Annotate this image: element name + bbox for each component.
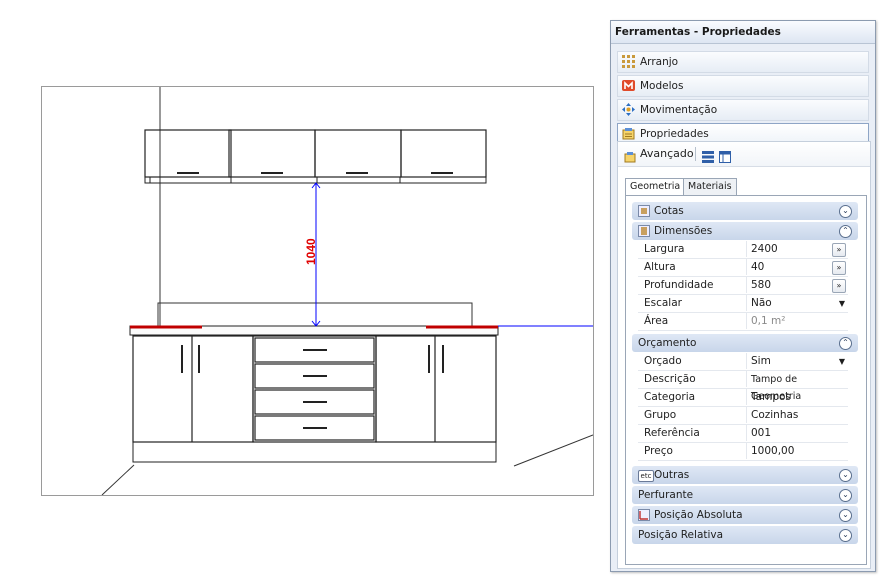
prop-label: Referência: [644, 427, 700, 439]
section-outras[interactable]: etc Outras ⌄: [632, 466, 858, 484]
chevron-down-icon[interactable]: ⌄: [839, 205, 852, 218]
prop-label: Categoria: [644, 391, 696, 403]
dimensions-icon: [638, 225, 650, 237]
prop-row-categoria: Categoria Tampos: [638, 389, 848, 407]
nav-label: Modelos: [640, 80, 684, 92]
move-icon: [622, 103, 635, 116]
prop-label: Orçado: [644, 355, 682, 367]
properties-panel: Ferramentas - Propriedades Arranjo Model…: [610, 20, 876, 572]
chevron-down-icon[interactable]: ⌄: [839, 509, 852, 522]
floor-left-line: [101, 464, 135, 495]
advanced-label[interactable]: Avançado: [640, 147, 694, 160]
tool-nav: Arranjo Modelos Movimentação Propriedade…: [617, 51, 869, 147]
kitchen-drawing: 1040: [101, 87, 593, 495]
prop-row-altura: Altura 40 »: [638, 259, 848, 277]
prop-label: Área: [644, 315, 669, 327]
prop-label: Altura: [644, 261, 676, 273]
lower-cabinets: [132, 335, 497, 463]
prop-row-area: Área 0,1 m²: [638, 313, 848, 331]
countertop: [129, 325, 499, 336]
dimension-arrow-bottom: [311, 320, 321, 327]
prop-label: Grupo: [644, 409, 677, 421]
chevron-down-icon[interactable]: ⌄: [839, 469, 852, 482]
section-label: Outras: [654, 469, 690, 481]
prop-row-grupo: Grupo Cozinhas: [638, 407, 848, 425]
section-label: Perfurante: [638, 489, 694, 501]
categoria-input[interactable]: Tampos: [746, 389, 846, 405]
nav-modelos[interactable]: Modelos: [617, 75, 869, 97]
section-orcamento[interactable]: Orçamento ⌃: [632, 334, 858, 352]
nav-label: Arranjo: [640, 56, 679, 68]
chevron-up-icon[interactable]: ⌃: [839, 337, 852, 350]
altura-input[interactable]: 40: [746, 259, 846, 275]
section-perfurante[interactable]: Perfurante ⌄: [632, 486, 858, 504]
largura-input[interactable]: 2400: [746, 241, 846, 257]
chevron-down-icon[interactable]: ⌄: [839, 529, 852, 542]
orcado-select[interactable]: Sim: [746, 353, 846, 369]
section-label: Posição Absoluta: [654, 509, 743, 521]
nav-movimentacao[interactable]: Movimentação: [617, 99, 869, 121]
expand-button[interactable]: »: [832, 243, 846, 257]
prop-row-largura: Largura 2400 »: [638, 241, 848, 259]
prop-row-orcado: Orçado Sim ▼: [638, 353, 848, 371]
preco-input[interactable]: 1000,00: [746, 443, 846, 459]
categorized-view-icon[interactable]: [702, 148, 714, 163]
prop-row-referencia: Referência 001: [638, 425, 848, 443]
backsplash: [157, 302, 473, 328]
section-label: Orçamento: [638, 337, 697, 349]
floor-right-line: [513, 434, 593, 467]
expand-button[interactable]: »: [832, 279, 846, 293]
prop-row-profundidade: Profundidade 580 »: [638, 277, 848, 295]
section-label: Cotas: [654, 205, 684, 217]
grupo-input[interactable]: Cozinhas: [746, 407, 846, 423]
nav-arranjo[interactable]: Arranjo: [617, 51, 869, 73]
drawing-viewport[interactable]: 1040: [41, 86, 594, 496]
descricao-input[interactable]: Tampo de Geometria: [746, 371, 846, 402]
properties-icon: [624, 148, 636, 163]
dimension-label: 1040: [304, 238, 318, 265]
dropdown-arrow-icon[interactable]: ▼: [838, 299, 845, 308]
expand-button[interactable]: »: [832, 261, 846, 275]
models-icon: [622, 79, 635, 92]
dimension-arrow-top: [311, 182, 321, 189]
prop-label: Escalar: [644, 297, 682, 309]
section-posicao-relativa[interactable]: Posição Relativa ⌄: [632, 526, 858, 544]
toolbar-separator: [695, 147, 696, 161]
section-cotas[interactable]: Cotas ⌄: [632, 202, 858, 220]
prop-row-descricao: Descrição Tampo de Geometria: [638, 371, 848, 402]
section-label: Dimensões: [654, 225, 713, 237]
tab-materiais[interactable]: Materiais: [683, 178, 737, 196]
section-dimensoes[interactable]: Dimensões ⌃: [632, 222, 858, 240]
advanced-toolbar: Avançado: [618, 142, 870, 167]
escalar-select[interactable]: Não: [746, 295, 846, 311]
referencia-input[interactable]: 001: [746, 425, 846, 441]
section-posicao-absoluta[interactable]: Posição Absoluta ⌄: [632, 506, 858, 524]
nav-propriedades[interactable]: Propriedades: [617, 123, 869, 145]
cotas-icon: [638, 205, 650, 217]
prop-row-preco: Preço 1000,00: [638, 443, 848, 461]
properties-icon: [622, 127, 635, 140]
section-label: Posição Relativa: [638, 529, 724, 541]
prop-label: Profundidade: [644, 279, 714, 291]
nav-label: Propriedades: [640, 128, 709, 140]
prop-label: Descrição: [644, 373, 696, 385]
grid-icon: [622, 55, 635, 68]
area-value: 0,1 m²: [746, 313, 846, 329]
prop-label: Preço: [644, 445, 673, 457]
geometry-tab-body: Cotas ⌄ Dimensões ⌃ Largura 2400 » Altur…: [625, 195, 867, 565]
profundidade-input[interactable]: 580: [746, 277, 846, 293]
nav-label: Movimentação: [640, 104, 718, 116]
position-icon: [638, 509, 650, 521]
chevron-up-icon[interactable]: ⌃: [839, 225, 852, 238]
dropdown-arrow-icon[interactable]: ▼: [838, 357, 845, 366]
panel-title[interactable]: Ferramentas - Propriedades: [611, 21, 875, 44]
prop-label: Largura: [644, 243, 685, 255]
alphabetical-view-icon[interactable]: [719, 148, 731, 163]
upper-cabinets: [144, 129, 487, 184]
properties-content: Avançado Geometria Materiais Cotas ⌄: [617, 141, 871, 569]
etc-icon: etc: [638, 470, 654, 482]
chevron-down-icon[interactable]: ⌄: [839, 489, 852, 502]
prop-row-escalar: Escalar Não ▼: [638, 295, 848, 313]
